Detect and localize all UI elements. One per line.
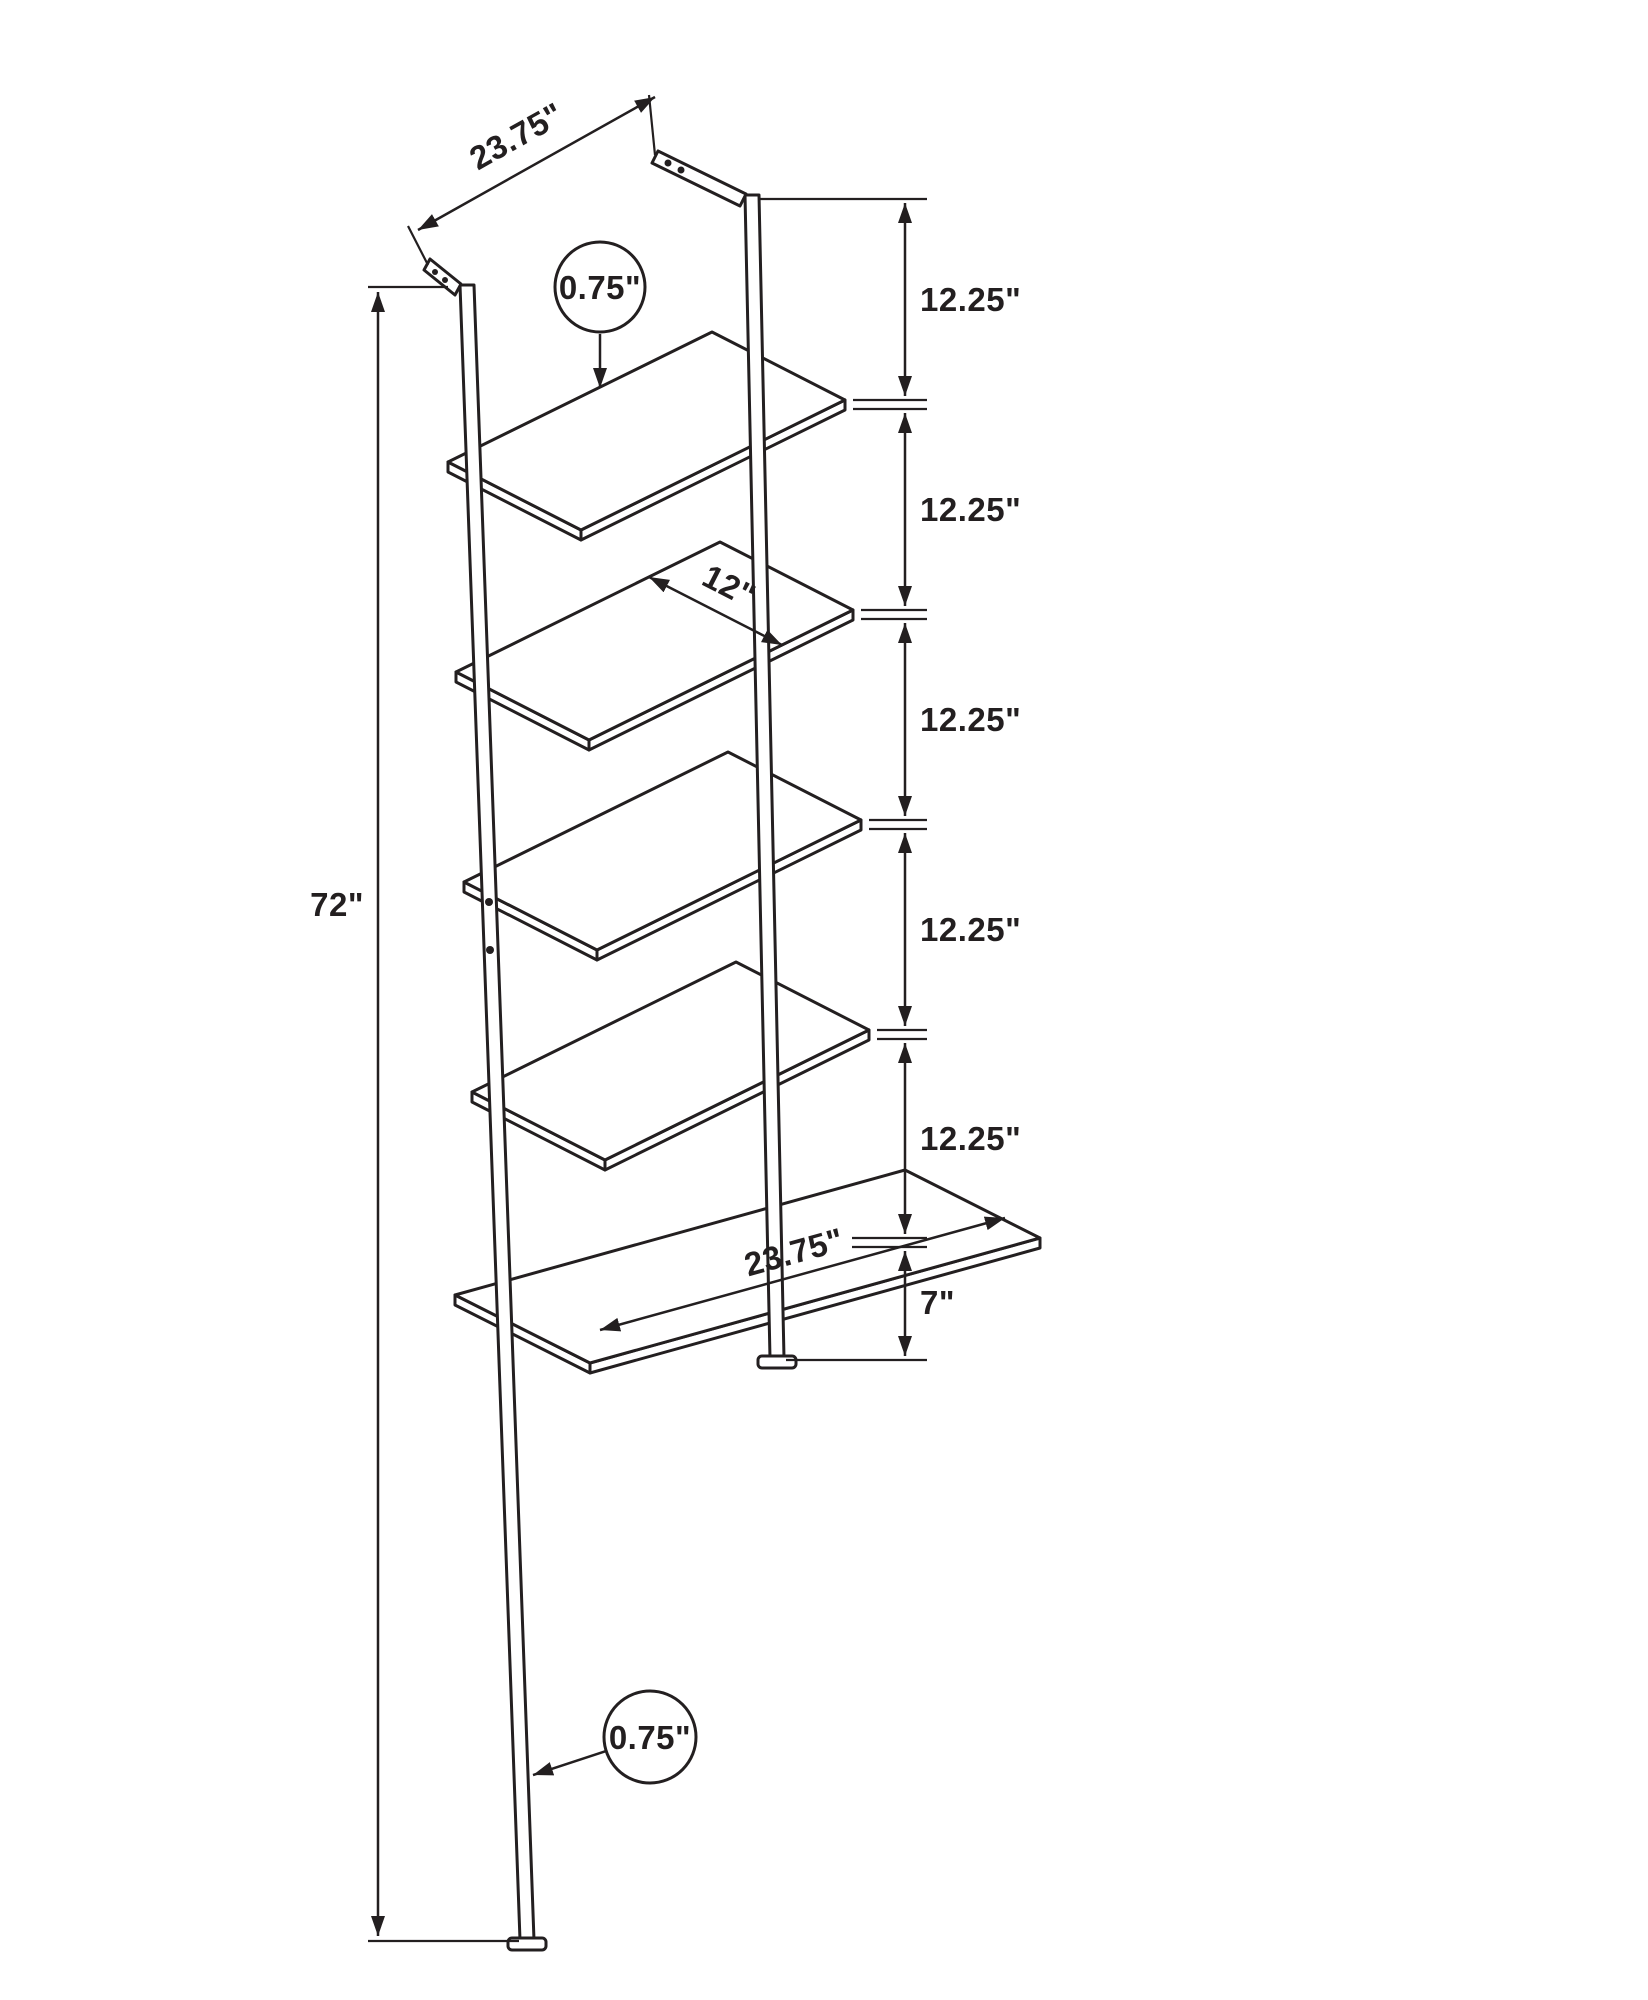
frame-group — [422, 149, 798, 1952]
shelf-4 — [470, 960, 871, 1172]
left-rail-screw-2 — [486, 946, 494, 954]
callout-bottom-arrow — [532, 1749, 607, 1777]
callout-top-circle — [553, 240, 647, 334]
dim-seg-2-label: 12.25" — [920, 491, 1021, 528]
dim-top-width-ext-left — [407, 225, 429, 266]
callout-top-thickness: 0.75" — [553, 240, 647, 388]
dim-top-width: 23.75" — [407, 94, 657, 266]
dim-depth-arrow — [648, 575, 783, 647]
dim-seg-6-label: 7" — [920, 1284, 955, 1321]
shelf-1-top — [446, 330, 847, 532]
dim-top-width-ext-right — [647, 94, 657, 156]
shelf-1 — [446, 330, 847, 542]
callout-bottom-thickness: 0.75" — [532, 1689, 698, 1785]
right-rail-foot — [756, 1354, 798, 1370]
left-rail-screw-1 — [485, 898, 493, 906]
dim-total-height: 72" — [310, 285, 519, 1943]
right-bracket-hole-1 — [664, 159, 672, 167]
callout-bottom-label: 0.75" — [609, 1719, 691, 1756]
shelves-group — [446, 330, 1042, 1375]
shelf-3 — [462, 750, 863, 962]
dim-right-chain: 12.25" 12.25" 12.25" 12.25" 12.25" 7" — [760, 197, 1021, 1362]
dim-height-label: 72" — [310, 886, 364, 923]
dim-seg-3-label: 12.25" — [920, 701, 1021, 738]
dim-bottom-width-arrow — [599, 1216, 1006, 1332]
left-rail-foot — [506, 1936, 548, 1952]
right-wall-bracket — [650, 149, 748, 208]
dim-seg-1-label: 12.25" — [920, 281, 1021, 318]
dim-top-width-arrow — [417, 95, 656, 232]
left-bracket-hole-1 — [432, 269, 438, 275]
callout-bottom-circle — [602, 1689, 698, 1785]
dimensions-group: 23.75" 0.75" 1 — [310, 94, 1021, 1943]
left-bracket-hole-2 — [442, 277, 448, 283]
callout-top-label: 0.75" — [559, 269, 641, 306]
dim-top-width-label: 23.75" — [463, 95, 569, 177]
dim-seg-4-label: 12.25" — [920, 911, 1021, 948]
shelf-2 — [454, 540, 855, 752]
left-wall-bracket — [422, 257, 463, 297]
dim-seg-5-label: 12.25" — [920, 1120, 1021, 1157]
right-bracket-hole-2 — [677, 166, 685, 174]
